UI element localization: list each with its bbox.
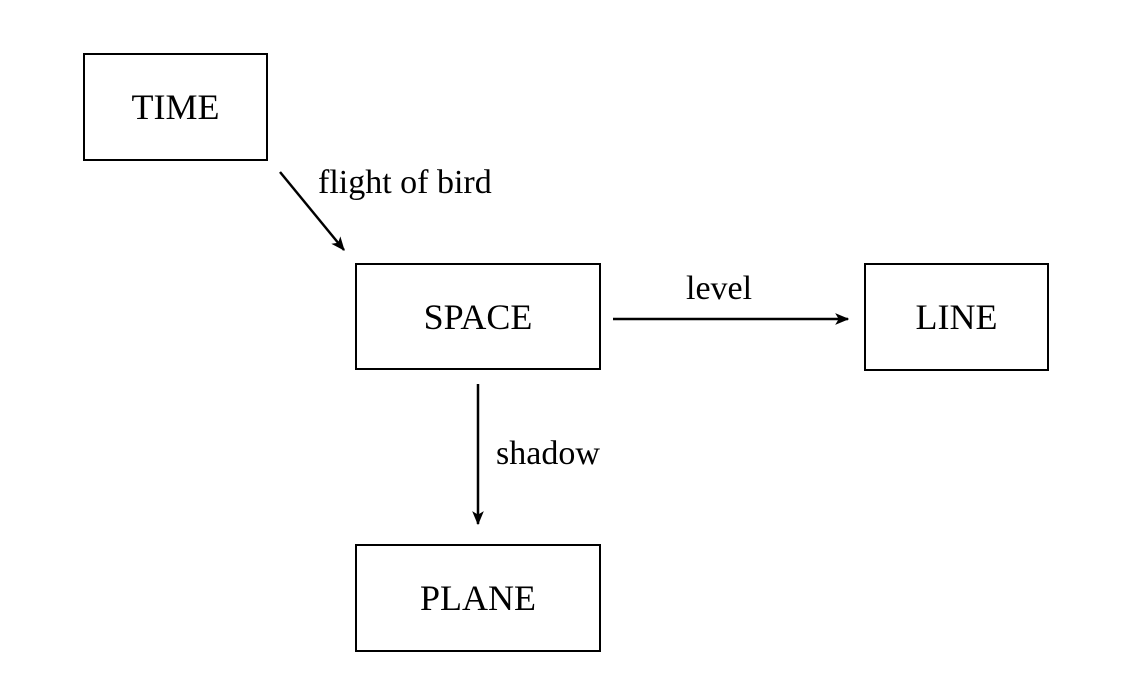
node-space: SPACE <box>355 263 601 370</box>
node-plane: PLANE <box>355 544 601 652</box>
edge-label-level: level <box>686 270 753 307</box>
node-space-label: SPACE <box>423 296 533 337</box>
node-line: LINE <box>864 263 1049 371</box>
edge-label-shadow: shadow <box>496 435 600 472</box>
node-plane-label: PLANE <box>420 578 536 618</box>
node-line-label: LINE <box>915 297 998 337</box>
arrow-time-to-space <box>279 171 345 251</box>
edge-label-flight-of-bird: flight of bird <box>318 164 492 201</box>
node-time: TIME <box>83 53 268 161</box>
node-time-label: TIME <box>131 87 220 127</box>
